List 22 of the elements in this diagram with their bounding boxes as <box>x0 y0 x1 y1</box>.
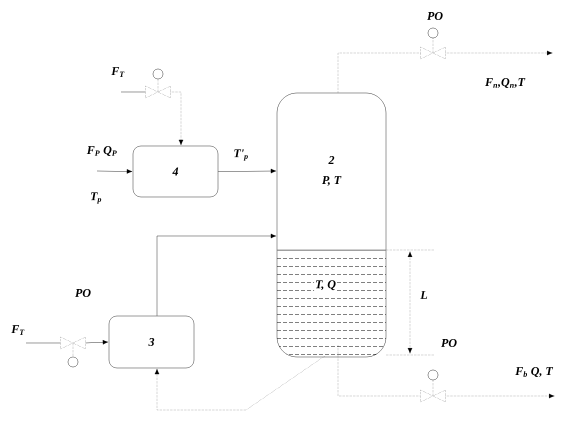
control-valve <box>60 336 86 368</box>
stream-label: PO <box>75 288 91 298</box>
control-valve <box>145 68 171 98</box>
pipe-arrow <box>218 168 276 174</box>
stream-label: L <box>420 291 428 299</box>
node-label: T, Q <box>316 280 336 290</box>
stream-label: T'$_{p}$ <box>234 149 248 161</box>
pipe-arrow <box>154 356 325 410</box>
control-valve <box>420 28 446 60</box>
liquid-level: T, Q <box>277 250 386 354</box>
pipe-arrow <box>170 92 184 146</box>
stream-label: PO <box>441 338 457 348</box>
pipe-arrow <box>446 394 554 398</box>
pipe-arrow <box>446 50 552 56</box>
process-box: 3 <box>108 316 194 368</box>
pipe-arrow <box>156 234 276 316</box>
pipe-arrow <box>96 169 132 174</box>
stream-label: F$_{b}$ Q, T <box>515 367 554 377</box>
stream-label: T$_{p}$ <box>90 192 102 204</box>
process-box: 4 <box>132 146 218 198</box>
pipe-arrow <box>86 340 108 345</box>
control-valve <box>420 370 446 402</box>
